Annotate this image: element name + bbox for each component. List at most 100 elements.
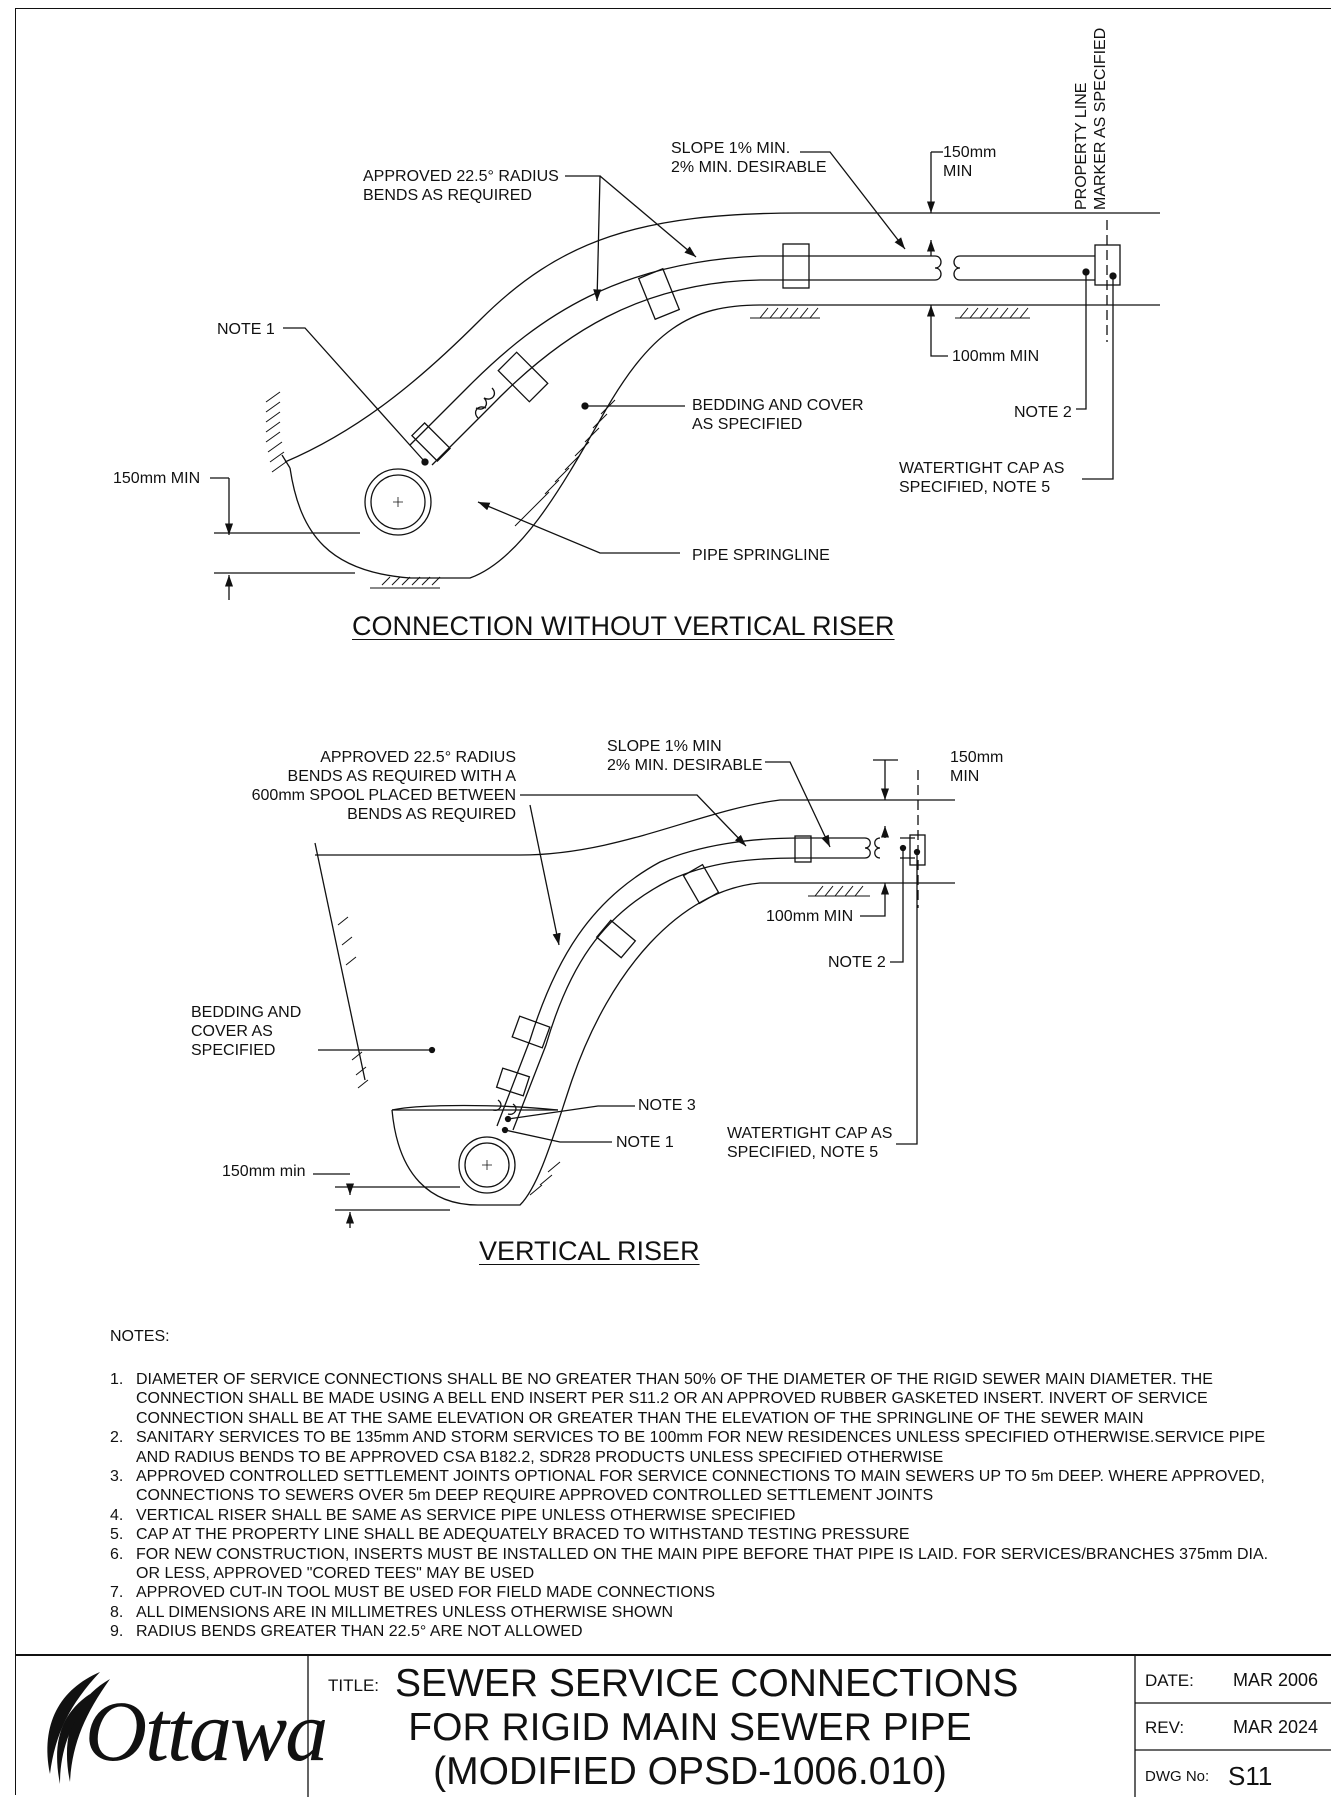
detail-b-coupling-3 [595, 919, 637, 959]
detail-b-note2-label: NOTE 2 [828, 954, 886, 971]
detail-a-service-pipe-upper [409, 255, 935, 446]
detail-b-hatch-right [529, 1161, 561, 1196]
detail-b-leader-note3 [507, 1105, 635, 1120]
note-text: DIAMETER OF SERVICE CONNECTIONS SHALL BE… [136, 1371, 1213, 1427]
detail-a-hatch-right [514, 399, 616, 527]
notes-list: 1. DIAMETER OF SERVICE CONNECTIONS SHALL … [110, 1370, 1290, 1642]
detail-a-cover-150-label: 150mm MIN [943, 144, 997, 180]
detail-b-bedding-label: BEDDING AND COVER AS SPECIFIED [191, 1004, 302, 1059]
title-line-1: SEWER SERVICE CONNECTIONS [395, 1662, 1019, 1705]
note-text: RADIUS BENDS GREATER THAN 22.5° ARE NOT … [136, 1623, 583, 1641]
detail-b-trench-left [314, 842, 366, 1081]
detail-a-min-150-label: 150mm MIN [113, 470, 201, 487]
detail-b-leader-slope [765, 761, 831, 848]
detail-b-leader-cap [896, 852, 918, 1145]
detail-a-service-pipe-lower [431, 279, 935, 466]
detail-b-cover-150-label: 150mm MIN [950, 749, 1004, 785]
note-number: 6. [110, 1545, 124, 1563]
dwg-value: S11 [1228, 1761, 1273, 1791]
detail-a-bends-label: APPROVED 22.5° RADIUS BENDS AS REQUIRED [363, 168, 559, 204]
detail-a-pipe-break [934, 255, 961, 281]
title-line-2: FOR RIGID MAIN SEWER PIPE [408, 1706, 972, 1749]
detail-b-trench-bottom [391, 882, 955, 1206]
date-key: DATE: [1145, 1671, 1194, 1690]
detail-b-cap-label: WATERTIGHT CAP AS SPECIFIED, NOTE 5 [727, 1125, 893, 1161]
detail-a-leader-bends [565, 175, 602, 302]
detail-a-slope-label: SLOPE 1% MIN. 2% MIN. DESIRABLE [671, 140, 827, 176]
detail-a-hatch-surface-1 [750, 307, 820, 319]
detail-a-coupling-1 [782, 243, 810, 289]
title-block-grid [307, 1656, 1331, 1797]
note-number: 1. [110, 1371, 124, 1388]
note-number: 5. [110, 1526, 124, 1544]
detail-a-leader-note2 [1076, 272, 1087, 410]
detail-a-leader-slope [800, 151, 906, 250]
detail-b-riser-break [492, 1099, 517, 1115]
detail-b-slope-label: SLOPE 1% MIN 2% MIN. DESIRABLE [607, 738, 763, 774]
dwg-key: DWG No: [1145, 1768, 1210, 1785]
drawing-frame [15, 8, 1331, 1795]
date-value: MAR 2006 [1233, 1670, 1319, 1690]
detail-b-sewer-main-inner [464, 1142, 510, 1188]
ottawa-logo-swoosh-icon [47, 1672, 110, 1784]
detail-a-leader-springline [477, 501, 680, 554]
detail-b-coupling-2 [682, 863, 720, 905]
detail-a-property-line-label: PROPERTY LINE MARKER AS SPECIFIED [1073, 27, 1109, 210]
note-text: ALL DIMENSIONS ARE IN MILLIMETRES UNLESS… [136, 1603, 673, 1621]
note-text: CAP AT THE PROPERTY LINE SHALL BE ADEQUA… [136, 1526, 910, 1544]
rev-key: REV: [1145, 1718, 1185, 1737]
note-item: 4. VERTICAL RISER SHALL BE SAME AS SERVIC… [110, 1506, 1290, 1525]
ottawa-logo: Ottawa [25, 1656, 328, 1797]
detail-a-trench-bottom [289, 304, 1160, 579]
note-number: 7. [110, 1584, 124, 1602]
detail-a-trench-left [284, 212, 1160, 463]
detail-a-leader-cap [1082, 276, 1114, 480]
note-item: 8.ALL DIMENSIONS ARE IN MILLIMETRES UNLE… [110, 1603, 1290, 1622]
note-number: 4. [110, 1506, 124, 1524]
detail-a-coupling-2 [637, 267, 681, 321]
detail-a-drawing [210, 151, 1160, 600]
drawing-linework [210, 151, 1160, 1228]
detail-a-pipe-break-2 [474, 387, 496, 419]
detail-b-hatch-left [337, 916, 369, 1089]
detail-b-trench-top [315, 799, 955, 856]
detail-b-riser-right [512, 857, 801, 1131]
detail-b-drawing [313, 759, 955, 1228]
detail-b-min-150-label: 150mm min [222, 1163, 306, 1180]
note-item: 7.APPROVED CUT-IN TOOL MUST BE USED FOR … [110, 1583, 1290, 1602]
detail-a-min-100-label: 100mm MIN [952, 348, 1040, 365]
detail-b-leader-note2 [890, 848, 904, 963]
ottawa-logo-text: Ottawa [85, 1683, 328, 1779]
notes-heading: NOTES: [110, 1328, 170, 1345]
detail-b-leader-note1 [504, 1129, 612, 1143]
title-line-3: (MODIFIED OPSD-1006.010) [433, 1750, 947, 1793]
detail-b-min-100-label: 100mm MIN [766, 908, 854, 925]
detail-a-note2-label: NOTE 2 [1014, 404, 1072, 421]
title-block: Ottawa TITLE: SEWER SERVICE CONNECTIONS … [15, 1654, 1331, 1797]
detail-b-leader-bends [529, 804, 561, 946]
detail-b-main-trench-2 [391, 1104, 559, 1111]
detail-a-trench-wall [281, 454, 291, 469]
detail-a-bedding-label: BEDDING AND COVER AS SPECIFIED [692, 397, 864, 433]
detail-b-note3-label: NOTE 3 [638, 1097, 696, 1114]
detail-a-service-pipe-end [960, 255, 1095, 281]
detail-a-sewer-main [364, 468, 432, 536]
note-text: VERTICAL RISER SHALL BE SAME AS SERVICE … [136, 1506, 796, 1524]
detail-b-riser-left [496, 837, 801, 1127]
note-item: 3.APPROVED CONTROLLED SETTLEMENT JOINTS … [110, 1467, 1290, 1506]
detail-b-coupling-5 [495, 1067, 531, 1097]
note-item: 6.FOR NEW CONSTRUCTION, INSERTS MUST BE … [110, 1545, 1290, 1584]
rev-value: MAR 2024 [1233, 1717, 1319, 1737]
detail-b-sewer-main [458, 1136, 516, 1194]
detail-b-note1-label: NOTE 1 [616, 1134, 674, 1151]
note-text: APPROVED CONTROLLED SETTLEMENT JOINTS OP… [136, 1468, 1265, 1505]
detail-a-note1-label: NOTE 1 [217, 321, 275, 338]
detail-b-coupling-4 [511, 1015, 551, 1049]
detail-a-springline-label: PIPE SPRINGLINE [692, 547, 830, 564]
detail-a-coupling-4 [410, 421, 452, 463]
detail-a-sewer-main-inner [370, 474, 426, 530]
title-key: TITLE: [328, 1676, 380, 1695]
note-number: 9. [110, 1623, 124, 1641]
detail-b-coupling-1 [794, 835, 812, 863]
note-item: 2.SANITARY SERVICES TO BE 135mm AND STOR… [110, 1428, 1290, 1467]
